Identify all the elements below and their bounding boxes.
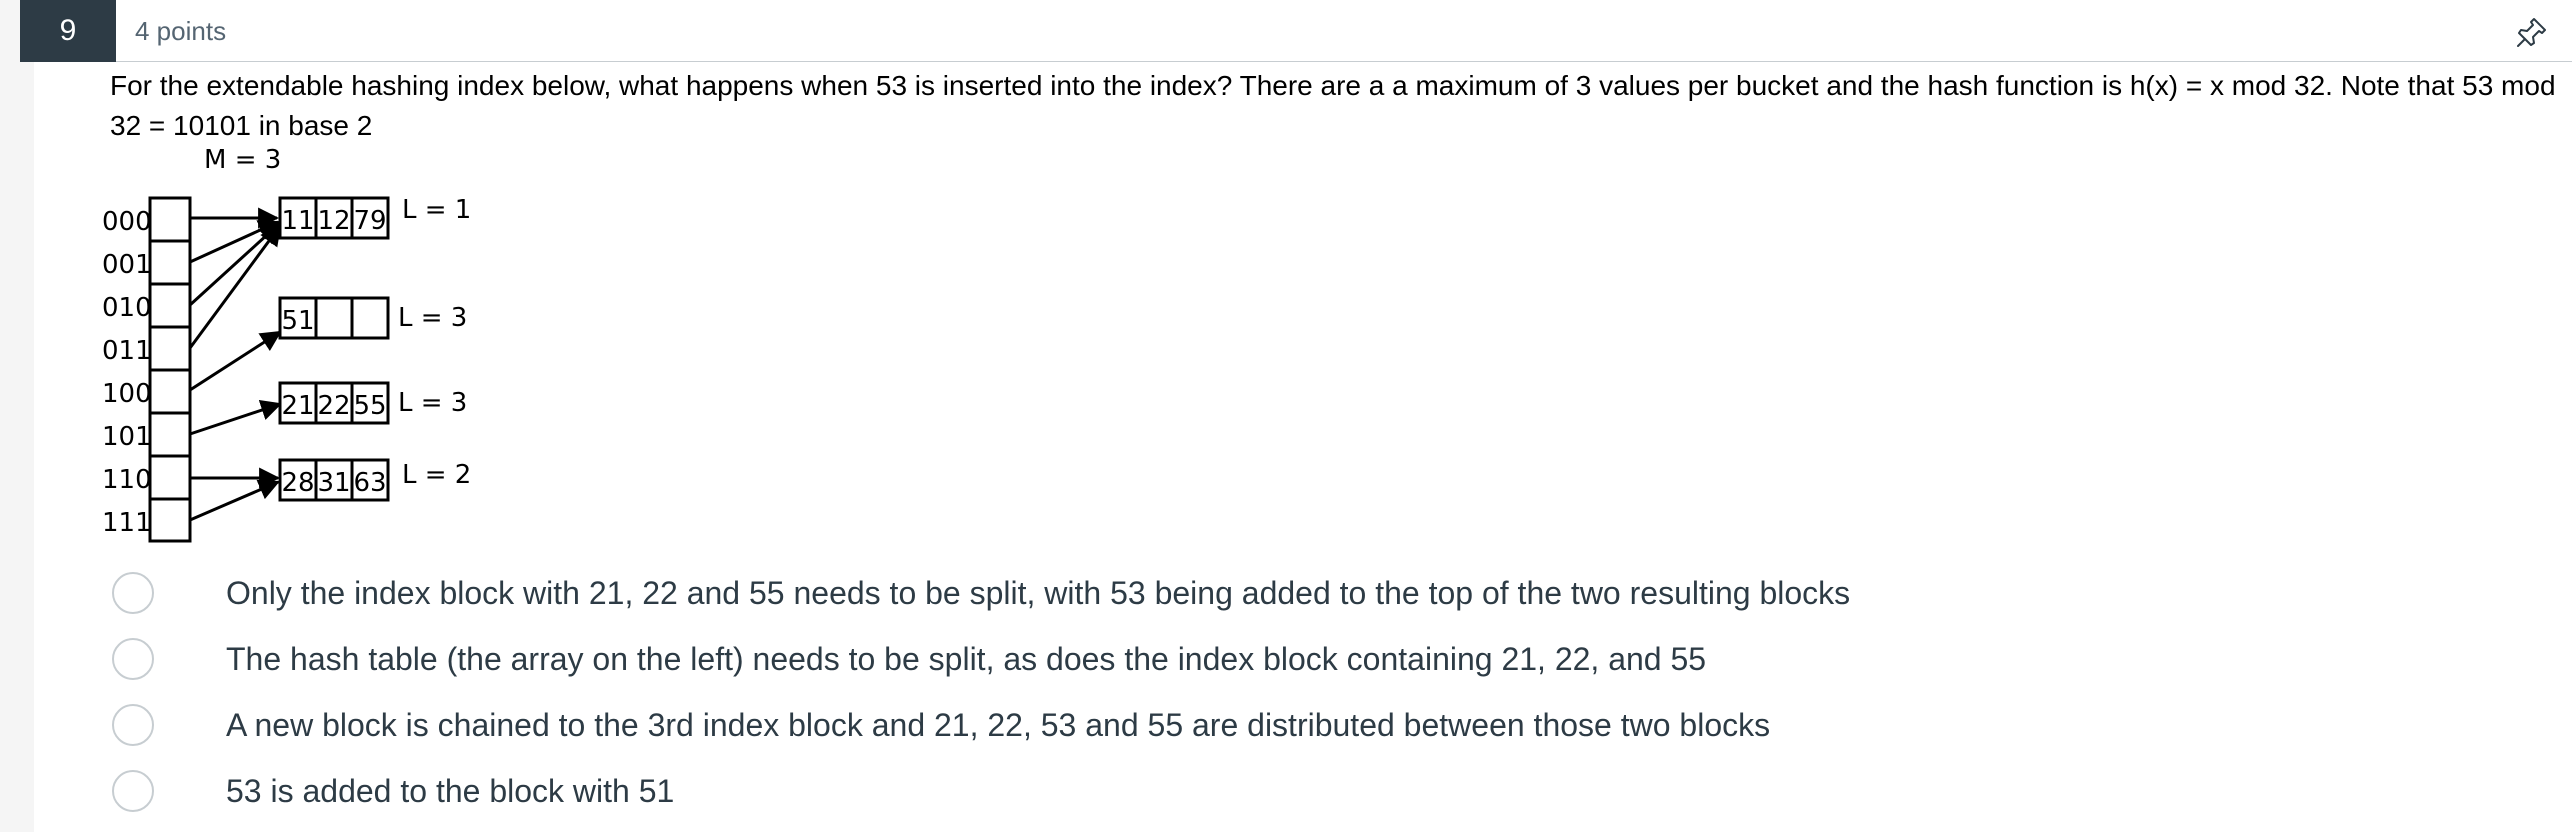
answer-label[interactable]: 53 is added to the block with 51	[226, 773, 675, 809]
answer-label[interactable]: Only the index block with 21, 22 and 55 …	[226, 575, 1851, 611]
directory-array	[148, 196, 192, 543]
question-number: 9	[20, 0, 116, 62]
bucket-value: 51	[281, 306, 314, 336]
dir-label: 010	[102, 293, 152, 323]
radio-button[interactable]	[112, 572, 154, 614]
answer-option[interactable]: 53 is added to the block with 51	[112, 758, 2512, 824]
answer-option[interactable]: The hash table (the array on the left) n…	[112, 626, 2512, 692]
dir-label: 100	[102, 379, 152, 409]
bucket-value: 79	[353, 206, 386, 236]
radio-button[interactable]	[112, 638, 154, 680]
dir-label: 001	[102, 250, 152, 280]
radio-button[interactable]	[112, 704, 154, 746]
global-depth-label: M = 3	[204, 145, 281, 175]
directory-labels: 000 001 010 011 100 101 110 111	[102, 207, 152, 538]
radio-button[interactable]	[112, 770, 154, 812]
left-margin-strip	[0, 0, 34, 832]
bucket-value: 11	[281, 206, 314, 236]
directory-pointers	[188, 207, 282, 522]
answer-label[interactable]: The hash table (the array on the left) n…	[226, 641, 1707, 677]
bucket-3: 21 22 55 L = 3	[278, 381, 467, 425]
dir-label: 110	[102, 465, 152, 495]
question-header: 9 4 points	[20, 0, 2572, 62]
extendible-hashing-diagram: M = 3 000 001 010 011 100 101 110 111	[102, 145, 471, 543]
pin-icon[interactable]	[2512, 12, 2552, 52]
bucket-4: 28 31 63 L = 2	[278, 458, 471, 502]
question-points: 4 points	[135, 16, 227, 46]
dir-label: 011	[102, 336, 152, 366]
local-depth-label: L = 3	[398, 303, 467, 333]
bucket-value: 31	[317, 468, 350, 498]
bucket-value: 21	[281, 391, 314, 421]
answer-option[interactable]: Only the index block with 21, 22 and 55 …	[112, 560, 2512, 626]
bucket-1: 11 12 79 L = 1	[278, 195, 471, 240]
dir-label: 101	[102, 422, 152, 452]
question-card: 9 4 points For the extendable hashing in…	[20, 0, 2572, 832]
dir-label: 111	[102, 508, 152, 538]
bucket-2: 51 L = 3	[278, 296, 467, 340]
answer-list: Only the index block with 21, 22 and 55 …	[112, 560, 2512, 824]
bucket-value: 55	[353, 391, 386, 421]
bucket-value: 12	[317, 206, 350, 236]
answer-label[interactable]: A new block is chained to the 3rd index …	[226, 707, 1771, 743]
answer-option[interactable]: A new block is chained to the 3rd index …	[112, 692, 2512, 758]
bucket-value: 28	[281, 468, 314, 498]
local-depth-label: L = 2	[402, 460, 471, 490]
question-text: For the extendable hashing index below, …	[110, 70, 2556, 141]
dir-label: 000	[102, 207, 152, 237]
local-depth-label: L = 1	[402, 195, 471, 225]
local-depth-label: L = 3	[398, 388, 467, 418]
bucket-value: 22	[317, 391, 350, 421]
bucket-value: 63	[353, 468, 386, 498]
